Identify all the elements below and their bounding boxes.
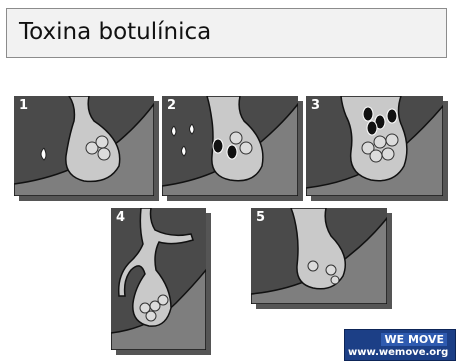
panel-3-illustration bbox=[306, 96, 443, 196]
wemove-logo: WE MOVE www.wemove.org bbox=[344, 329, 456, 361]
panel-number: 4 bbox=[116, 210, 125, 225]
panel-2-illustration bbox=[162, 96, 298, 196]
panel-number: 2 bbox=[167, 98, 176, 113]
diagram-panel-3: 3 bbox=[306, 96, 443, 196]
diagram-panel-2: 2 bbox=[162, 96, 298, 196]
panel-number: 5 bbox=[256, 210, 265, 225]
diagram-panel-1: 1 bbox=[14, 96, 154, 196]
slide-title: Toxina botulínica bbox=[19, 16, 211, 48]
panel-number: 1 bbox=[19, 98, 28, 113]
panel-4-illustration bbox=[111, 208, 206, 350]
diagram-panel-4: 4 bbox=[111, 208, 206, 350]
panel-5-illustration bbox=[251, 208, 387, 304]
diagram-panel-5: 5 bbox=[251, 208, 387, 304]
logo-brand-text: WE MOVE bbox=[381, 333, 447, 346]
logo-url-text: www.wemove.org bbox=[348, 347, 448, 358]
panel-1-illustration bbox=[14, 96, 154, 196]
panel-number: 3 bbox=[311, 98, 320, 113]
title-bar: Toxina botulínica bbox=[6, 8, 447, 58]
